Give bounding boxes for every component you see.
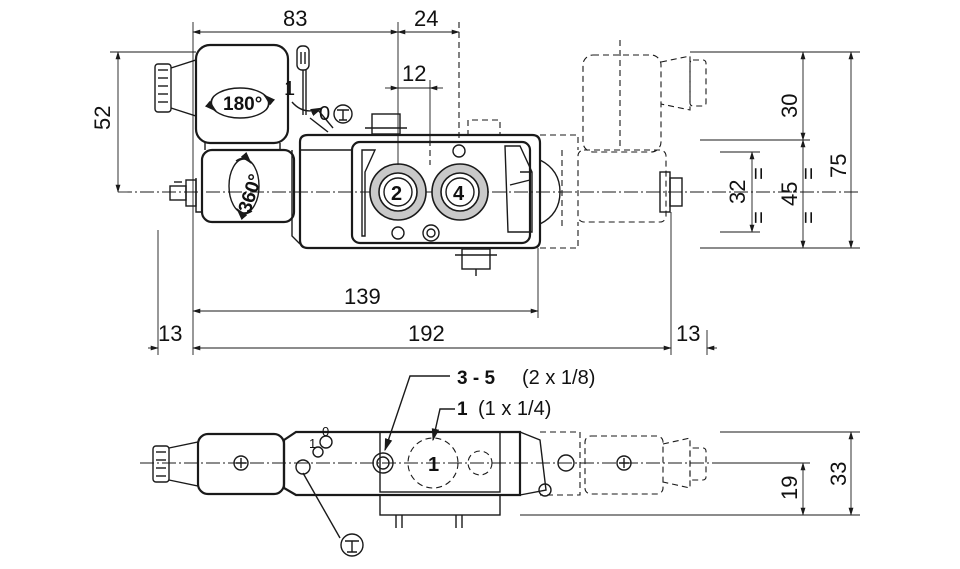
label-180: 180° xyxy=(223,94,262,115)
label-360: 360° xyxy=(235,172,267,216)
eq-32-top: = xyxy=(746,167,771,180)
coil-body xyxy=(169,148,296,224)
dim-text-45: 45 xyxy=(777,182,802,206)
rotate-360-indicator: 360° xyxy=(228,151,267,221)
dim-text-139: 139 xyxy=(344,284,381,309)
dim-192: 192 13 13 xyxy=(148,212,717,355)
manual-label-0: 0 xyxy=(319,103,330,125)
side-port-label-1: 1 xyxy=(428,454,439,476)
alt-coil-dashed xyxy=(540,40,707,249)
side-view: 1 0 1 3 - 5 (2 x 1/8) 1 (1 x 1/4) xyxy=(140,367,860,557)
dim-text-19: 19 xyxy=(777,476,802,500)
side-manual-label-0: 0 xyxy=(322,424,329,439)
label-ports-3-5: 3 - 5 xyxy=(457,368,495,389)
dim-52: 52 xyxy=(90,51,196,193)
dim-83: 83 xyxy=(192,6,399,190)
valve-body xyxy=(291,113,542,276)
dim-12: 12 xyxy=(385,61,443,140)
dim-139: 139 xyxy=(192,190,539,355)
rotate-180-indicator: 180° xyxy=(204,87,276,119)
manual-override: 1 0 xyxy=(284,45,353,133)
port-2: 2 xyxy=(369,163,427,221)
dim-text-13-right: 13 xyxy=(676,321,700,346)
dim-text-12: 12 xyxy=(402,61,426,86)
port-4: 4 xyxy=(431,163,489,221)
dim-text-83: 83 xyxy=(283,6,307,31)
dim-text-192: 192 xyxy=(408,321,445,346)
right-end-cap xyxy=(539,159,683,225)
dim-text-33: 33 xyxy=(826,462,851,486)
side-manual-label-1: 1 xyxy=(309,436,316,451)
manual-label-1: 1 xyxy=(284,78,295,100)
label-port-1-size: (1 x 1/4) xyxy=(478,398,551,420)
eq-45-bottom: = xyxy=(796,211,821,224)
dim-text-30: 30 xyxy=(777,94,802,118)
port-label-2: 2 xyxy=(391,183,402,205)
top-view: 180° 360° 1 0 xyxy=(90,6,860,355)
left-connector xyxy=(154,43,290,150)
label-ports-3-5-size: (2 x 1/8) xyxy=(522,367,595,389)
dim-right-stack: 30 75 45 32 = = = = xyxy=(690,51,860,249)
eq-32-bottom: = xyxy=(746,211,771,224)
dim-text-75: 75 xyxy=(826,154,851,178)
dim-text-52: 52 xyxy=(90,106,115,130)
dim-text-32: 32 xyxy=(725,180,750,204)
port-label-4: 4 xyxy=(453,183,465,205)
eq-45-top: = xyxy=(796,167,821,180)
dim-text-24: 24 xyxy=(414,6,438,31)
dim-text-13-left: 13 xyxy=(158,321,182,346)
label-port-1: 1 xyxy=(457,399,468,420)
dim-24: 24 xyxy=(397,6,460,140)
